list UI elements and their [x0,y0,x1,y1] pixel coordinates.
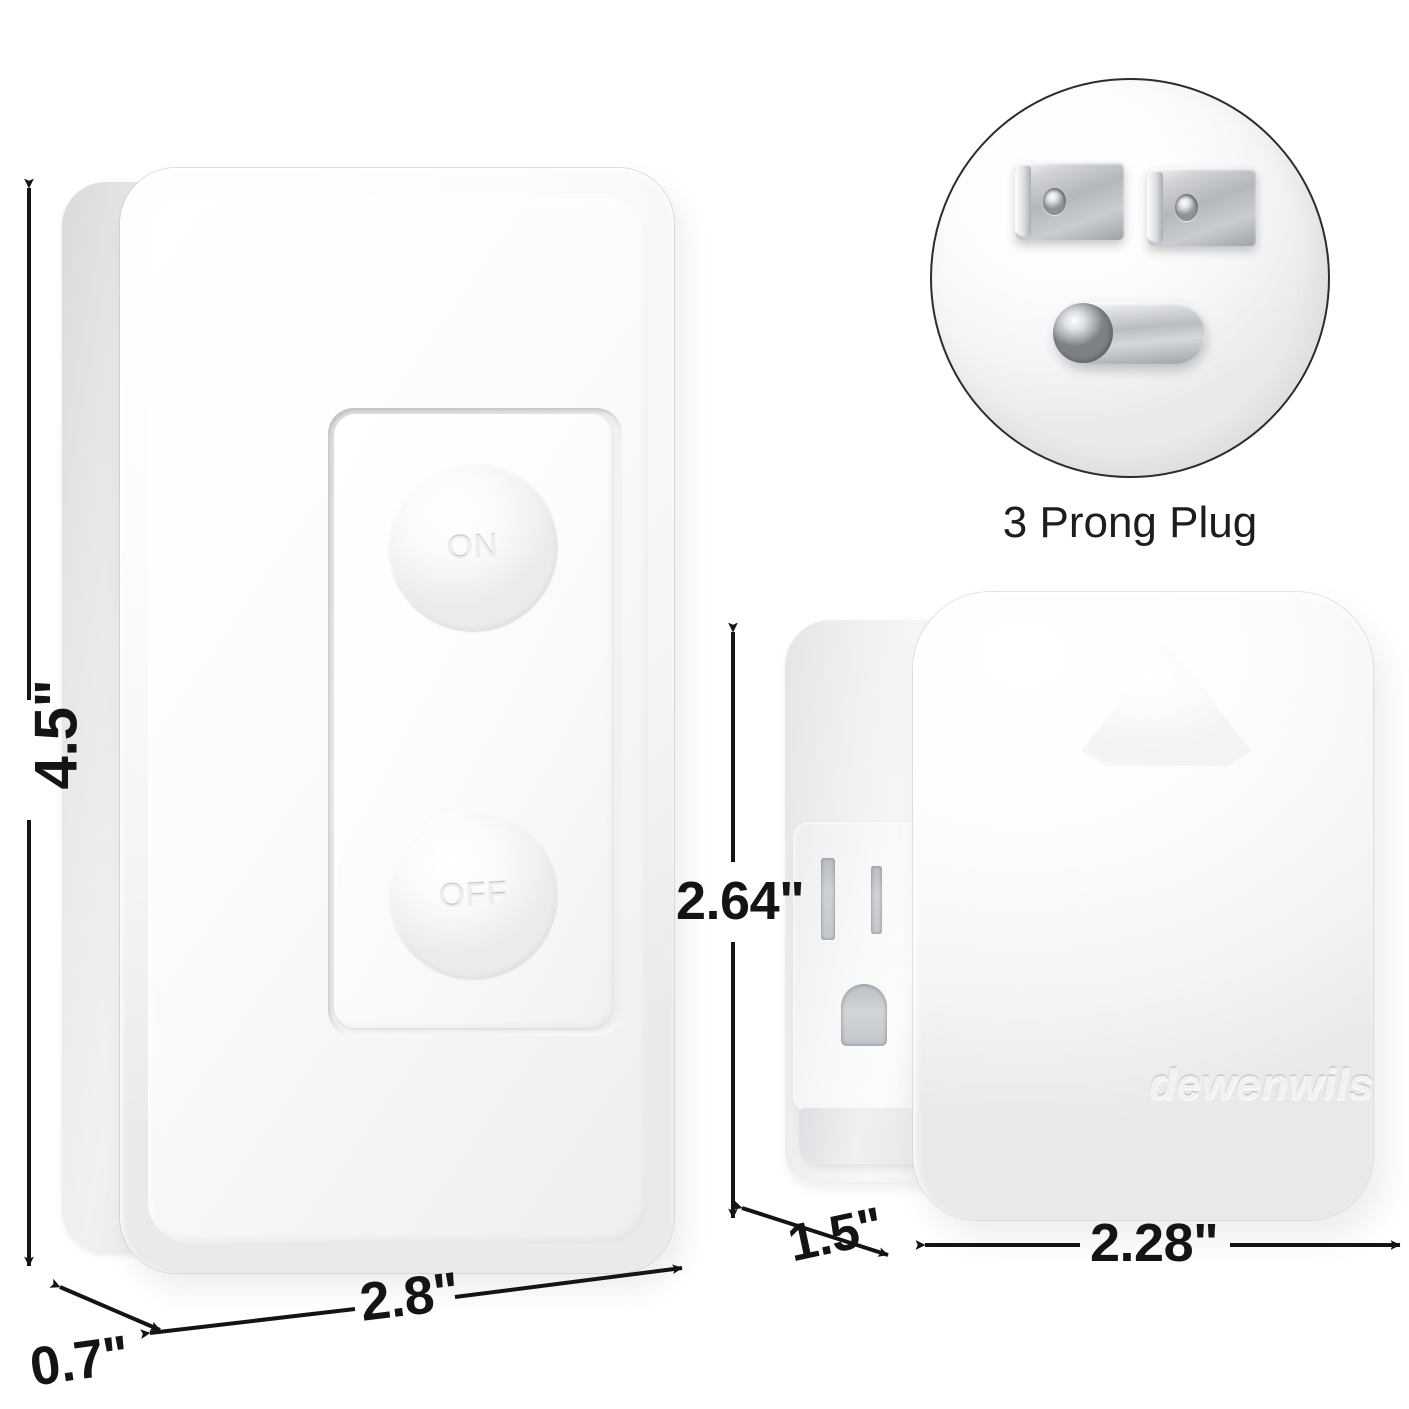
dim-label-switch-depth: 0.7" [26,1324,133,1398]
outlet-neutral-slot [821,858,835,940]
off-button-label: OFF [437,874,509,915]
plug-blade-left-icon [1015,162,1124,240]
receiver-front-body: dewenwils [913,592,1373,1220]
dim-label-receiver-width: 2.28" [1090,1213,1219,1273]
three-prong-plug-detail [930,78,1330,478]
outlet-receiver-product: dewenwils [785,592,1373,1220]
receiver-triangle-button-face [1084,643,1248,763]
off-button-pad[interactable]: OFF [388,810,558,980]
dim-label-switch-height: 4.5" [22,679,90,790]
on-button-pad[interactable]: ON [388,462,558,632]
plug-caption-label: 3 Prong Plug [1002,498,1258,547]
switch-rocker-paddle[interactable]: ON OFF [334,414,612,1028]
outlet-hot-slot [871,866,882,934]
wall-switch-product: ON OFF [62,168,674,1273]
switch-faceplate: ON OFF [120,168,674,1273]
dim-line-switch-width-left [140,1307,356,1339]
plug-blade-right-icon [1147,168,1256,246]
switch-rocker-recess: ON OFF [328,408,622,1036]
outlet-ground-hole [841,984,887,1046]
plug-ground-pin-icon [1053,302,1206,364]
on-button-label: ON [446,526,500,567]
dim-label-switch-width: 2.8" [356,1261,462,1333]
dim-line-switch-depth [49,1278,161,1332]
plug-face-disc [930,78,1330,478]
brand-wordmark: dewenwils [1149,1060,1373,1109]
dim-label-receiver-height: 2.64" [676,871,805,931]
